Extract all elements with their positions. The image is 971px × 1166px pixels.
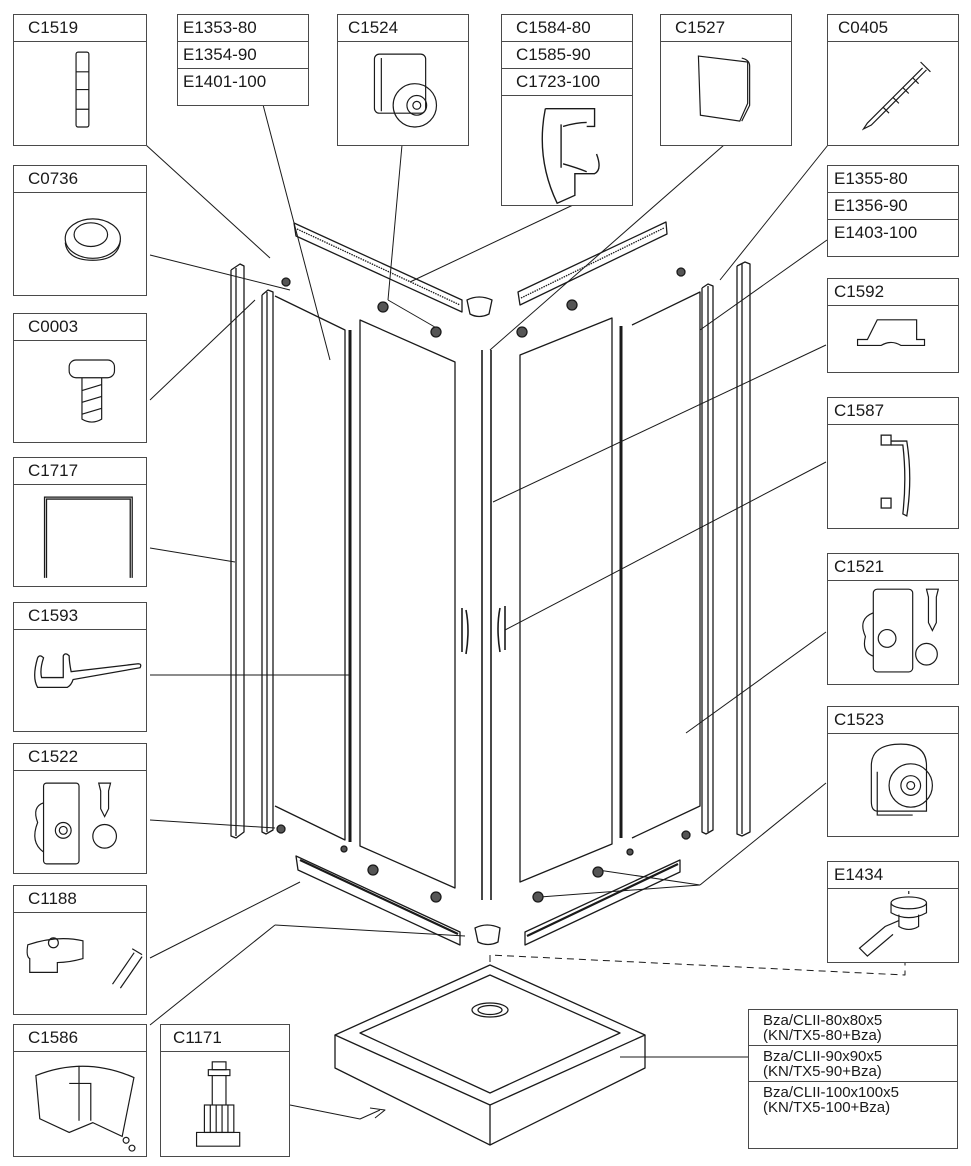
part-box-c1188: C1188 — [13, 885, 147, 1015]
end-cap-icon — [661, 44, 791, 145]
clip-with-screw-icon — [14, 915, 146, 1014]
part-code: E1353-80 — [178, 15, 308, 42]
top-rail-right — [517, 221, 668, 306]
spacer-block-icon — [14, 44, 146, 145]
part-code: E1356-90 — [828, 193, 958, 220]
part-box-e1353: E1353-80 E1354-90 E1401-100 — [177, 14, 309, 106]
bottom-rollers — [276, 824, 691, 903]
left-fixed-panel — [274, 295, 352, 842]
seal-profile-icon — [14, 632, 146, 731]
part-code: C1586 — [14, 1025, 146, 1052]
part-code: E1403-100 — [834, 223, 918, 242]
part-code: C1585-90 — [502, 42, 632, 69]
door-handle-icon — [828, 427, 958, 528]
corner-connector-icon — [14, 1054, 146, 1156]
left-wall-profile — [230, 263, 274, 839]
bottom-rail-right — [524, 859, 681, 946]
part-code: C1593 — [14, 603, 146, 630]
bottom-rail-left — [295, 855, 461, 946]
part-code: C1592 — [828, 279, 958, 306]
part-box-c1519: C1519 — [13, 14, 147, 146]
part-box-c1524: C1524 — [337, 14, 469, 146]
part-code: C0003 — [14, 314, 146, 341]
part-code: C1717 — [14, 458, 146, 485]
part-box-tray: Bza/CLII-80x80x5 (KN/TX5-80+Bza) Bza/CLI… — [748, 1009, 958, 1149]
part-box-c1584: C1584-80 C1585-90 C1723-100 — [501, 14, 633, 206]
part-code: C1188 — [14, 886, 146, 913]
corner-post — [481, 350, 492, 900]
part-code: E1354-90 — [178, 42, 308, 69]
bottom-corner-connector — [474, 924, 501, 946]
drain-siphon-icon — [828, 891, 958, 962]
part-code: C1519 — [14, 15, 146, 42]
right-fixed-panel — [619, 291, 701, 839]
part-code: C1527 — [661, 15, 791, 42]
adjustable-leg-icon — [161, 1054, 289, 1156]
part-box-c1523: C1523 — [827, 706, 959, 837]
part-code: C1723-100 — [502, 69, 632, 96]
part-box-c1522: C1522 — [13, 743, 147, 874]
part-box-c1527: C1527 — [660, 14, 792, 146]
part-code: C1587 — [828, 398, 958, 425]
tray-variant-80: Bza/CLII-80x80x5 (KN/TX5-80+Bza) — [749, 1010, 957, 1046]
part-box-c0405: C0405 — [827, 14, 959, 146]
tray-code: Bza/CLII-90x90x5 — [763, 1048, 883, 1065]
part-code: C1524 — [338, 15, 468, 42]
tray-code: Bza/CLII-80x80x5 — [763, 1012, 883, 1029]
right-wall-profile — [701, 261, 751, 837]
part-box-c1593: C1593 — [13, 602, 147, 732]
part-box-c1521: C1521 — [827, 553, 959, 685]
guide-icon — [828, 308, 958, 372]
part-box-c1586: C1586 — [13, 1024, 147, 1157]
leader-lines — [145, 77, 906, 1120]
roller-set-icon — [828, 583, 958, 684]
part-code: E1434 — [828, 862, 958, 889]
tray-kit-code: (KN/TX5-80+Bza) — [763, 1027, 882, 1044]
tray-variant-90: Bza/CLII-90x90x5 (KN/TX5-90+Bza) — [749, 1046, 957, 1082]
part-code: C1171 — [161, 1025, 289, 1052]
tray-code: Bza/CLII-100x100x5 — [763, 1084, 899, 1101]
part-box-c1592: C1592 — [827, 278, 959, 373]
roller-icon — [828, 736, 958, 836]
part-code: C1521 — [828, 554, 958, 581]
u-seal-icon — [14, 487, 146, 586]
part-code: C0405 — [828, 15, 958, 42]
top-rollers — [281, 267, 686, 338]
roller-bracket-icon — [338, 44, 468, 145]
tray-kit-code: (KN/TX5-100+Bza) — [763, 1099, 891, 1116]
part-box-c1717: C1717 — [13, 457, 147, 587]
left-door-panel — [359, 319, 469, 889]
part-code: C1522 — [14, 744, 146, 771]
top-corner-connector — [466, 296, 493, 318]
part-box-c1587: C1587 — [827, 397, 959, 529]
part-box-e1355: E1355-80 E1356-90 E1403-100 — [827, 165, 959, 257]
shower-tray — [334, 964, 646, 1146]
part-box-c0003: C0003 — [13, 313, 147, 443]
part-code: C1584-80 — [502, 15, 632, 42]
pan-head-screw-icon — [14, 343, 146, 442]
part-box-c1171: C1171 — [160, 1024, 290, 1157]
part-box-e1434: E1434 — [827, 861, 959, 963]
roller-set-icon — [14, 773, 146, 873]
part-code: C0736 — [14, 166, 146, 193]
rail-profile-icon — [502, 100, 632, 205]
right-door-panel — [497, 317, 613, 883]
screw-icon — [828, 44, 958, 145]
tray-kit-code: (KN/TX5-90+Bza) — [763, 1063, 882, 1080]
tray-variant-100: Bza/CLII-100x100x5 (KN/TX5-100+Bza) — [749, 1082, 957, 1117]
part-code: C1523 — [828, 707, 958, 734]
part-code: E1355-80 — [828, 166, 958, 193]
part-box-c0736: C0736 — [13, 165, 147, 296]
cap-icon — [14, 195, 146, 295]
part-code: E1401-100 — [183, 72, 267, 91]
top-rail-left — [293, 222, 463, 313]
